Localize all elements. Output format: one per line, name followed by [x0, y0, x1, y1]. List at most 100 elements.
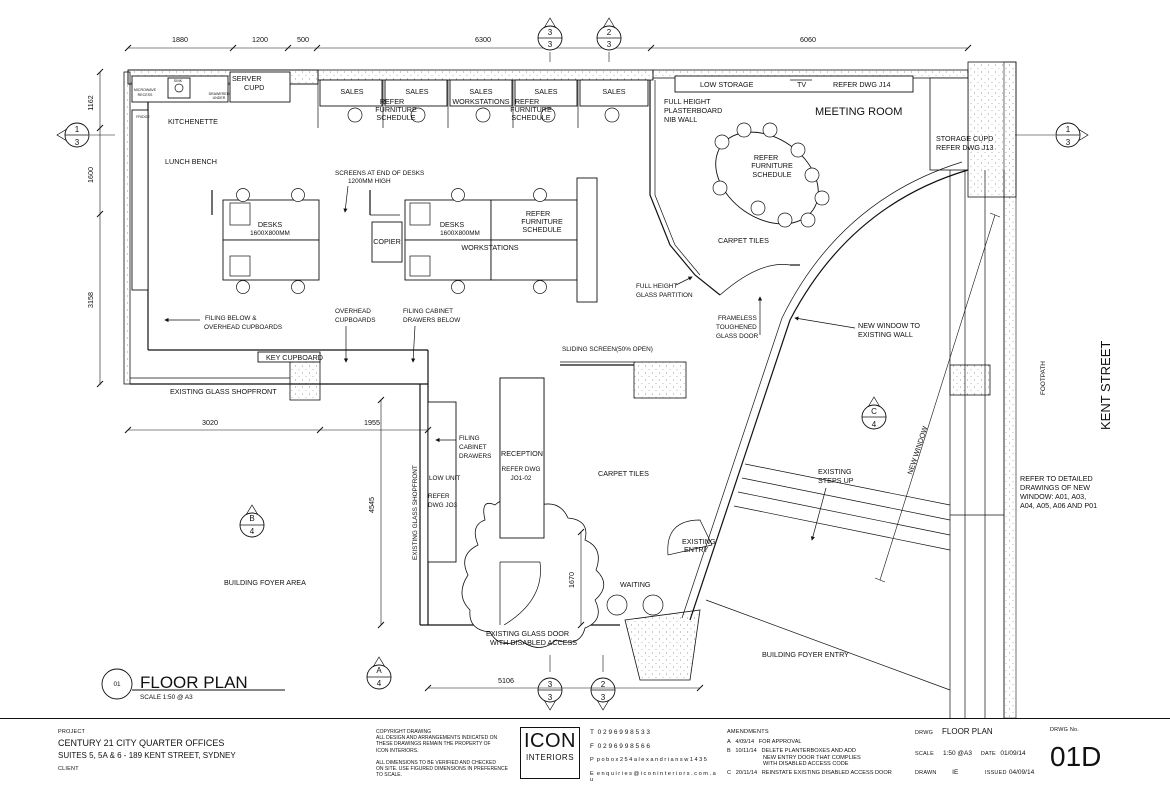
desks-1-label: DESKS: [258, 220, 283, 229]
svg-text:SCHEDULE: SCHEDULE: [752, 170, 791, 179]
svg-text:SLIDING SCREEN(50% OPEN): SLIDING SCREEN(50% OPEN): [562, 346, 653, 353]
svg-text:STORAGE CUPD: STORAGE CUPD: [936, 134, 993, 143]
svg-text:REFER: REFER: [515, 97, 539, 106]
svg-text:3: 3: [548, 28, 553, 37]
svg-text:UNDER: UNDER: [213, 96, 226, 100]
svg-text:FOOTPATH: FOOTPATH: [1040, 361, 1047, 395]
svg-text:REFER DWG J14: REFER DWG J14: [833, 80, 891, 89]
svg-text:TOUGHENED: TOUGHENED: [716, 324, 757, 331]
svg-text:REFER: REFER: [526, 209, 550, 218]
section-marker-bottom-2: 2 3: [590, 655, 616, 711]
svg-text:REFER: REFER: [380, 97, 404, 106]
other-dimensions: 4545 1670 3020 1955 5106: [124, 396, 704, 692]
svg-text:DWG JO3: DWG JO3: [428, 502, 458, 509]
svg-text:FILING CABINET: FILING CABINET: [403, 308, 453, 315]
left-dim-1: 1162: [86, 95, 95, 110]
svg-text:MICROWAVE: MICROWAVE: [134, 88, 157, 92]
svg-text:FURNITURE: FURNITURE: [375, 105, 417, 114]
svg-text:EXISTING WALL: EXISTING WALL: [858, 330, 913, 339]
section-marker-right-1: 1 3: [1015, 122, 1089, 148]
svg-text:FRIDGE: FRIDGE: [136, 115, 150, 119]
svg-text:OVERHEAD: OVERHEAD: [335, 308, 371, 315]
svg-text:4: 4: [377, 679, 382, 688]
svg-text:LOW UNIT: LOW UNIT: [429, 475, 460, 482]
workstations-label: WORKSTATIONS: [461, 243, 518, 252]
section-marker-c4: C 4: [861, 396, 887, 430]
svg-text:1: 1: [75, 125, 80, 134]
lunch-bench-label: LUNCH BENCH: [165, 157, 217, 166]
meeting-room-label: MEETING ROOM: [815, 106, 902, 118]
project-label: PROJECT: [58, 729, 86, 735]
plan-scale: SCALE 1:50 @ A3: [140, 694, 193, 701]
svg-text:A04, A05, A06 AND P01: A04, A05, A06 AND P01: [1020, 501, 1097, 510]
building-foyer-area-label: BUILDING FOYER AREA: [224, 578, 306, 587]
kitchenette-label: KITCHENETTE: [168, 117, 218, 126]
svg-text:TV: TV: [797, 80, 806, 89]
filing-notes: FILING BELOW & OVERHEAD CUPBOARDS OVERHE…: [164, 308, 461, 396]
icon-interiors-logo: ICON INTERIORS: [520, 727, 580, 779]
svg-text:WINDOW: A01, A03,: WINDOW: A01, A03,: [1020, 492, 1086, 501]
svg-text:REFER TO DETAILED: REFER TO DETAILED: [1020, 474, 1093, 483]
svg-text:3: 3: [1066, 138, 1071, 147]
svg-text:FURNITURE: FURNITURE: [751, 161, 793, 170]
reception-label: RECEPTION: [501, 449, 543, 458]
kitchenette: MICROWAVE RECESS SINK DRAWERED UNDER FRI…: [131, 71, 291, 291]
svg-text:4545: 4545: [367, 497, 376, 513]
svg-text:C: C: [871, 407, 877, 416]
svg-text:3: 3: [548, 693, 553, 702]
svg-text:FULL HEIGHT: FULL HEIGHT: [636, 283, 677, 290]
svg-text:2: 2: [601, 680, 606, 689]
meeting-room: LOW STORAGE TV REFER DWG J14 MEETING ROO…: [664, 75, 994, 245]
copier-label: COPIER: [373, 237, 401, 246]
kent-street-label: KENT STREET: [1098, 341, 1113, 430]
section-marker-b4: B 4: [239, 504, 265, 538]
svg-text:EXISTING GLASS DOOR: EXISTING GLASS DOOR: [486, 629, 569, 638]
contact-details: T 0 2 9 6 9 9 8 5 3 3 F 0 2 9 6 9 9 8 5 …: [590, 729, 716, 783]
sales-label-4: SALES: [534, 87, 557, 96]
drawing-title: FLOOR PLAN: [942, 727, 993, 736]
svg-text:REFER: REFER: [754, 153, 778, 162]
svg-text:EXISTING: EXISTING: [818, 467, 852, 476]
top-dim-4: 6300: [475, 35, 491, 44]
svg-text:3: 3: [75, 138, 80, 147]
svg-text:REFER: REFER: [428, 493, 450, 500]
svg-text:REFER DWG J13: REFER DWG J13: [936, 143, 994, 152]
server-cupd-label: SERVER: [232, 74, 261, 83]
sales-label-5: SALES: [602, 87, 625, 96]
svg-text:FURNITURE: FURNITURE: [521, 217, 563, 226]
key-cupboard-label: KEY CUPBOARD: [266, 353, 323, 362]
svg-text:5106: 5106: [498, 676, 514, 685]
svg-text:OVERHEAD CUPBOARDS: OVERHEAD CUPBOARDS: [204, 324, 282, 331]
svg-text:3020: 3020: [202, 418, 218, 427]
drawing-number: 01D: [1050, 741, 1102, 772]
title-block: PROJECT CENTURY 21 CITY QUARTER OFFICES …: [0, 718, 1170, 786]
drawing-number-block: DRWG No. 01D: [1050, 727, 1102, 772]
partition-notes: FULL HEIGHT GLASS PARTITION FRAMELESS TO…: [636, 276, 920, 340]
entry-and-steps: EXISTING ENTRY EXISTING STEPS UP NEW WIN…: [224, 212, 1001, 691]
svg-text:SCHEDULE: SCHEDULE: [376, 113, 415, 122]
svg-text:3: 3: [607, 40, 612, 49]
amendments: AMENDMENTS A 4/09/14 FOR APPROVAL B 10/1…: [727, 729, 892, 777]
building-foyer-entry-label: BUILDING FOYER ENTRY: [762, 650, 849, 659]
svg-text:1200MM HIGH: 1200MM HIGH: [348, 178, 391, 185]
existing-glass-shopfront-label: EXISTING GLASS SHOPFRONT: [170, 387, 277, 396]
svg-text:FILING: FILING: [459, 435, 480, 442]
svg-text:LOW STORAGE: LOW STORAGE: [700, 80, 754, 89]
reception: RECEPTION REFER DWG JO1-02 FILING CABINE…: [412, 377, 664, 648]
project-name: CENTURY 21 CITY QUARTER OFFICES: [58, 738, 225, 748]
section-marker-top-2: 2 3: [596, 17, 622, 62]
svg-text:NIB WALL: NIB WALL: [664, 115, 697, 124]
svg-text:4: 4: [872, 420, 877, 429]
carpet-tiles-2-label: CARPET TILES: [598, 469, 649, 478]
svg-text:4: 4: [250, 527, 255, 536]
kent-street: FOOTPATH KENT STREET REFER TO DETAILED D…: [1020, 341, 1113, 510]
top-dim-1: 1880: [172, 35, 188, 44]
top-dim-5: 6060: [800, 35, 816, 44]
svg-text:REFER DWG: REFER DWG: [501, 466, 540, 473]
top-dim-3: 500: [297, 35, 309, 44]
svg-text:1670: 1670: [567, 572, 576, 588]
svg-text:WITH DISABLED ACCESS: WITH DISABLED ACCESS: [490, 638, 577, 647]
svg-text:1600X800MM: 1600X800MM: [250, 230, 290, 237]
svg-text:SCHEDULE: SCHEDULE: [511, 113, 550, 122]
svg-text:CABINET: CABINET: [459, 444, 487, 451]
